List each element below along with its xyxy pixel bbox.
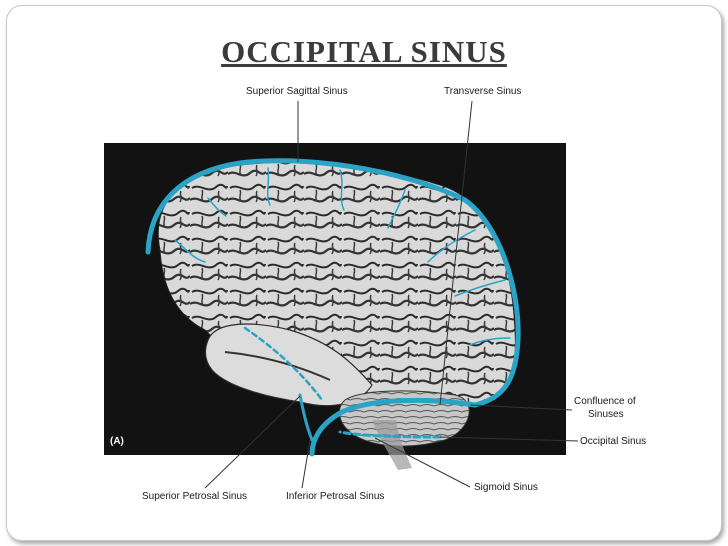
cortical-vein-8	[207, 197, 227, 217]
cortical-vein-3	[339, 169, 345, 211]
slide-title: OCCIPITAL SINUS	[221, 34, 507, 69]
superior-petrosal-trace	[298, 393, 314, 442]
cortical-vein-5	[427, 229, 476, 263]
leader-occipital	[439, 436, 579, 442]
cortical-vein-6	[454, 279, 506, 297]
label-confluence-line1: Confluence of	[574, 396, 636, 407]
cortical-vein-4	[387, 189, 406, 229]
leader-sigmoid	[374, 437, 471, 488]
leader-superior-petrosal	[204, 395, 301, 489]
temporal-sulcus	[224, 351, 331, 381]
panel-letter: (A)	[110, 436, 124, 447]
leader-inferior-petrosal	[301, 439, 311, 489]
occipital-sinus-trace	[338, 430, 442, 439]
label-superior-sagittal-sinus: Superior Sagittal Sinus	[246, 86, 348, 97]
label-inferior-petrosal-sinus: Inferior Petrosal Sinus	[286, 491, 385, 502]
cortical-vein-2	[266, 167, 271, 206]
label-transverse-sinus: Transverse Sinus	[444, 86, 522, 97]
label-superior-petrosal-sinus: Superior Petrosal Sinus	[142, 491, 248, 502]
brainstem	[372, 420, 412, 470]
label-confluence-line2: Sinuses	[588, 409, 624, 420]
leader-transverse	[439, 100, 473, 406]
superior-sagittal-sinus-trace	[145, 158, 521, 408]
label-sigmoid-sinus: Sigmoid Sinus	[474, 482, 538, 493]
leader-confluence	[469, 404, 573, 411]
cortical-vein-7	[469, 337, 511, 346]
cortical-vein-1	[174, 239, 206, 263]
petrosal-sinus-trace	[243, 326, 324, 402]
transverse-sinus-trace	[309, 397, 478, 457]
label-occipital-sinus: Occipital Sinus	[580, 436, 647, 447]
